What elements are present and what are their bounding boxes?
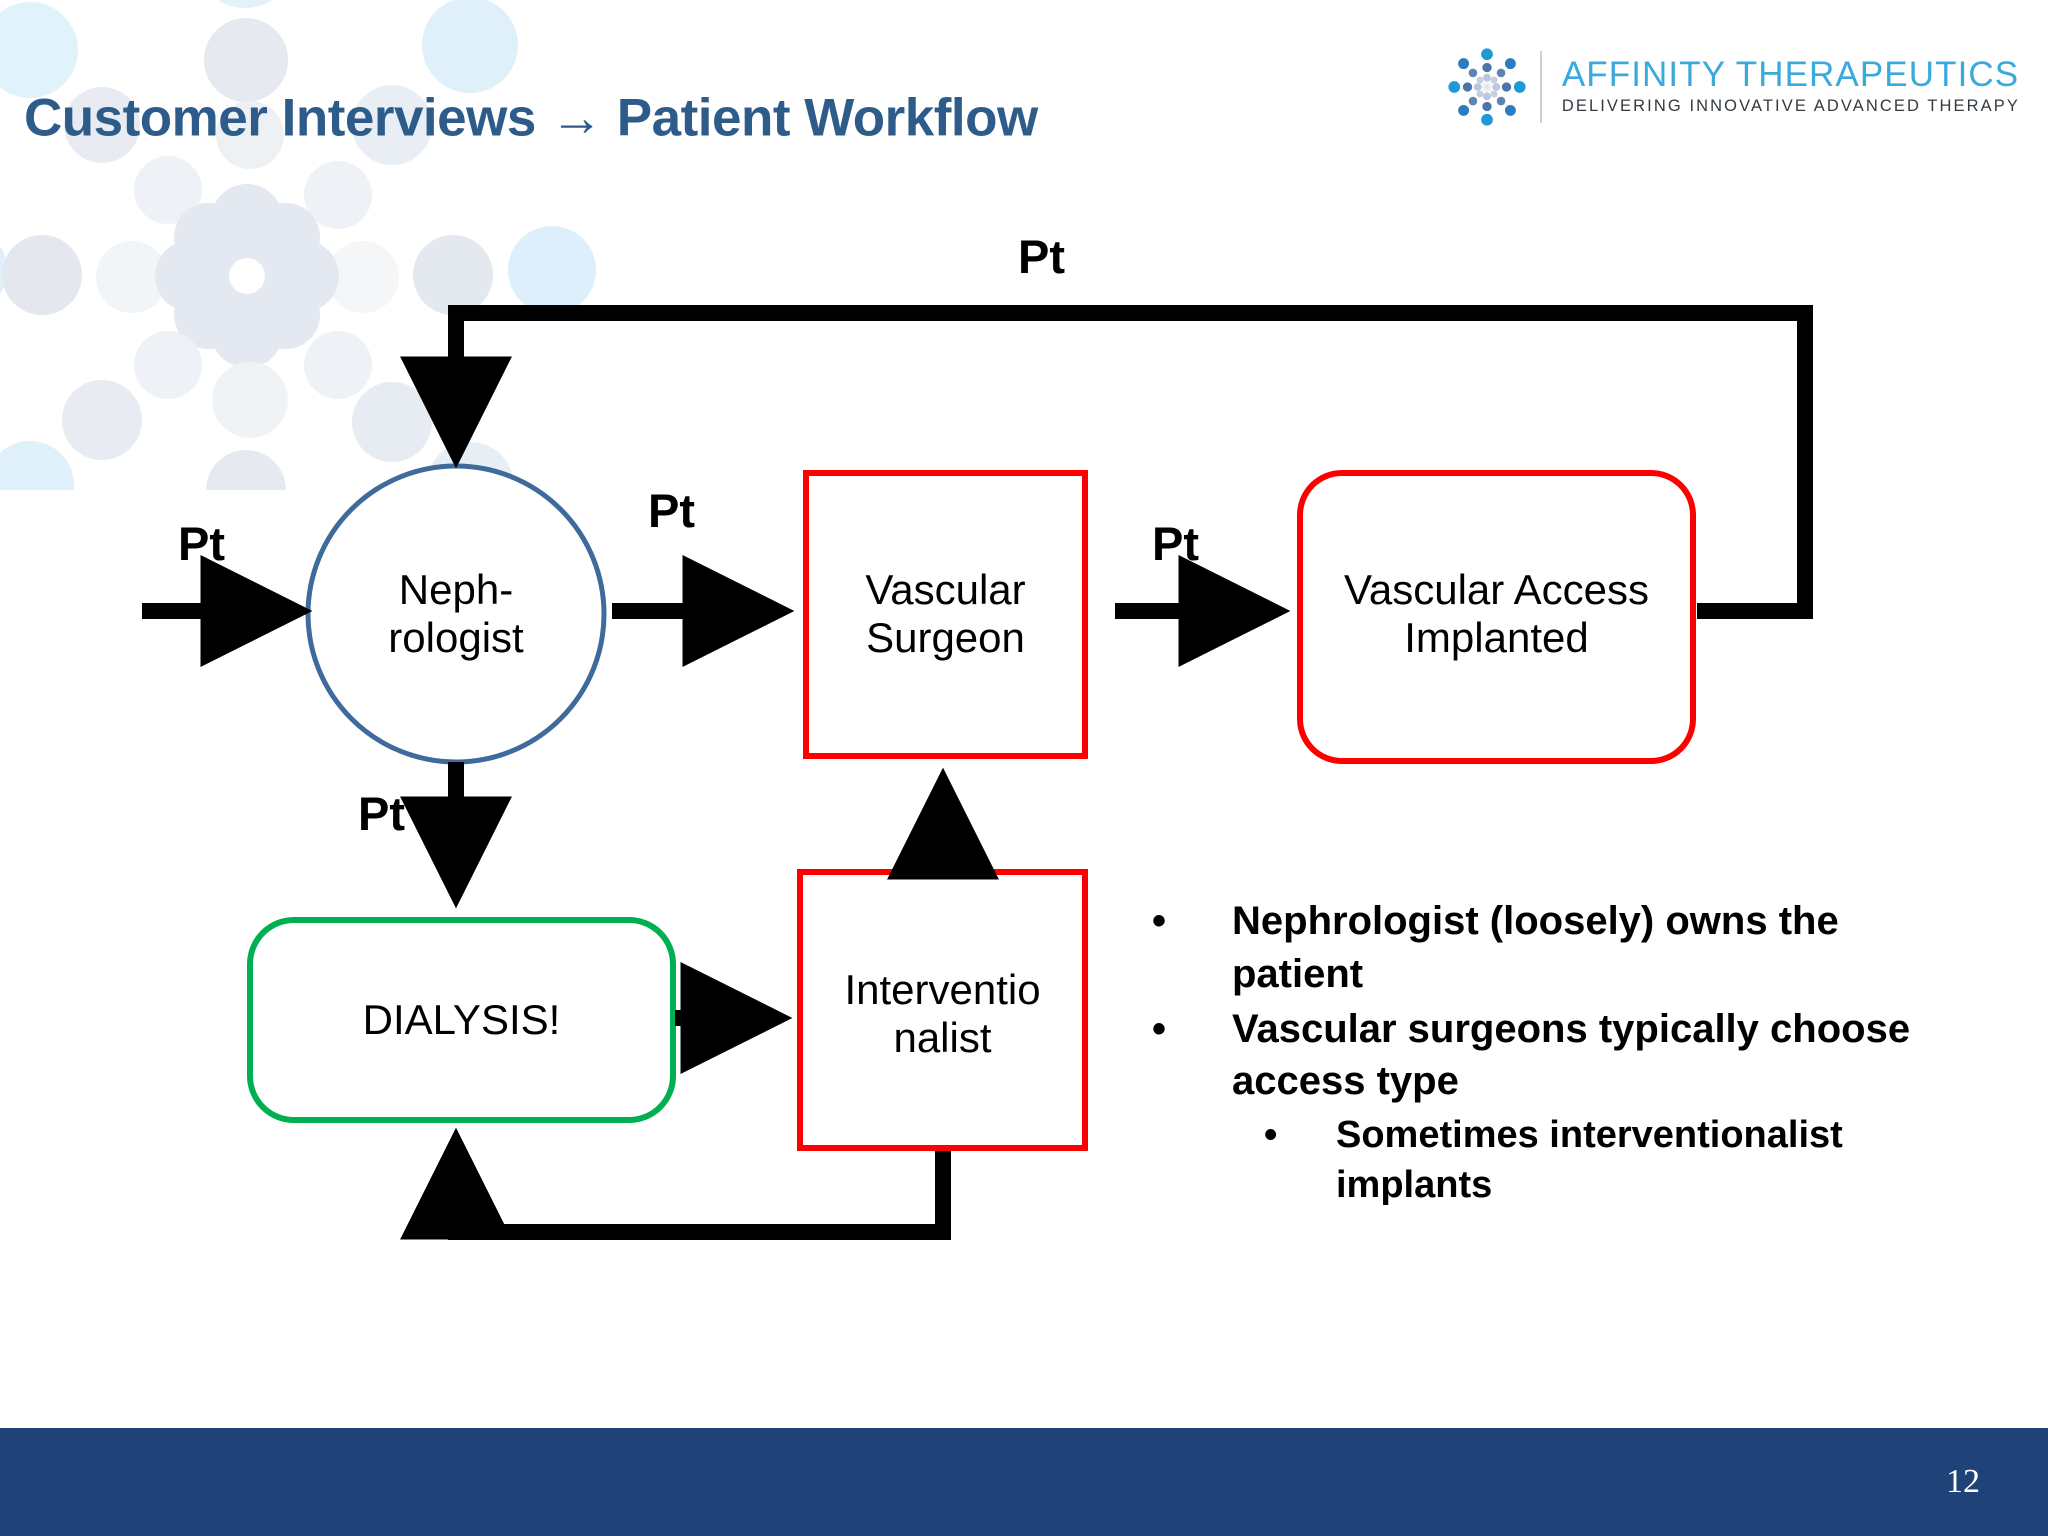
node-interventionalist — [797, 869, 1088, 1151]
edge-interventionalist-back-to-dialysis — [400, 1127, 951, 1240]
list-item-text: Vascular surgeons typically choose acces… — [1232, 1006, 1911, 1104]
company-logo: AFFINITY THERAPEUTICS DELIVERING INNOVAT… — [1448, 44, 2020, 130]
list-item: • Vascular surgeons typically choose acc… — [1152, 1003, 1912, 1109]
list-item: • Sometimes interventionalist implants — [1264, 1110, 1912, 1210]
edge-label-pt-surgeon-to-access: Pt — [1152, 517, 1199, 570]
starburst-dots-icon — [1448, 48, 1526, 126]
list-item: • Nephrologist (loosely) owns the patien… — [1152, 895, 1912, 1001]
footer-bar: 12 — [0, 1428, 2048, 1536]
logo-divider — [1539, 51, 1542, 123]
list-item-text: Sometimes interventionalist implants — [1336, 1114, 1843, 1207]
bullet-marker-icon: • — [1152, 899, 1167, 943]
key-findings-list: • Nephrologist (loosely) owns the patien… — [1152, 895, 1912, 1213]
edge-label-pt-neph-to-dialysis: Pt — [358, 787, 405, 840]
node-dialysis — [247, 917, 676, 1123]
edge-label-pt-entry: Pt — [178, 517, 225, 570]
logo-wordmark: AFFINITY THERAPEUTICS DELIVERING INNOVAT… — [1561, 54, 2020, 117]
bullet-marker-icon: • — [1152, 1006, 1167, 1051]
page-number: 12 — [1946, 1463, 1980, 1500]
node-vascular-access-implanted — [1297, 470, 1696, 764]
page-title: Customer Interviews → Patient Workflow — [24, 88, 1038, 148]
edge-label-pt-top-loop: Pt — [1018, 230, 1065, 283]
edge-label-pt-neph-to-surgeon: Pt — [648, 484, 695, 537]
node-vascular-surgeon — [803, 470, 1088, 759]
edge-access-back-to-nephrologist — [400, 305, 1813, 619]
bullet-marker-icon: • — [1264, 1114, 1278, 1157]
logo-tagline: DELIVERING INNOVATIVE ADVANCED THERAPY — [1561, 97, 2020, 116]
list-item-text: Nephrologist (loosely) owns the patient — [1232, 899, 1839, 996]
logo-company-name: AFFINITY THERAPEUTICS — [1561, 54, 2020, 94]
node-nephrologist — [305, 463, 607, 765]
